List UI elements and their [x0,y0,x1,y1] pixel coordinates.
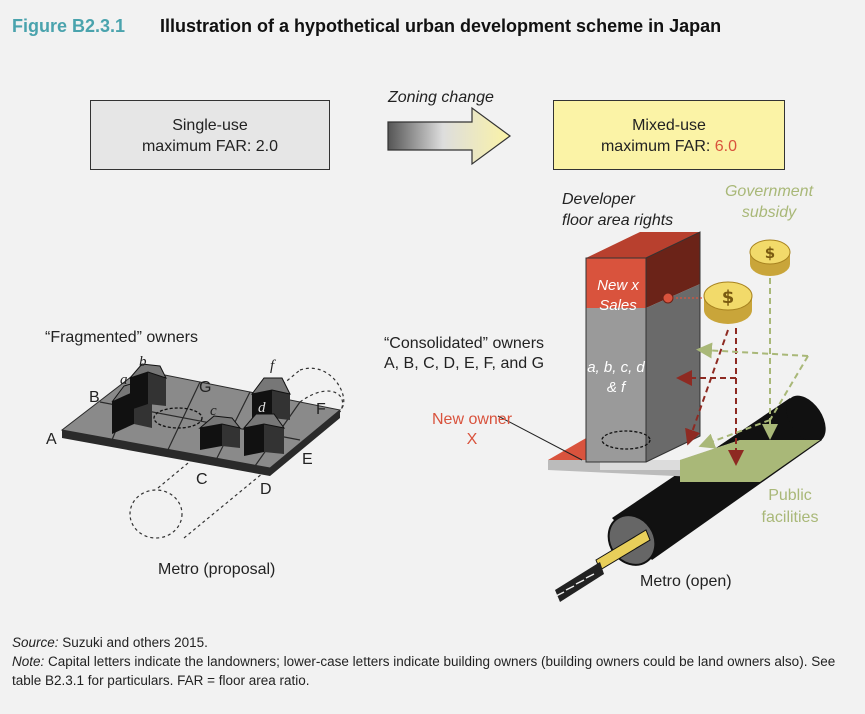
mixed-use-far-value: 6.0 [714,138,738,155]
building-letter-a: a [120,372,128,388]
land-letter-d: D [260,481,272,498]
tower-lower-line2: & f [607,379,627,396]
tower [585,231,701,463]
building-letter-c: c [210,403,217,419]
svg-text:$: $ [765,244,775,262]
note-text: Capital letters indicate the landowners;… [12,654,836,688]
developer-label-line1: Developer [562,191,636,208]
single-use-line2: maximum FAR: 2.0 [141,138,279,155]
zoning-change-label: Zoning change [387,89,494,106]
source-text: Suzuki and others 2015. [58,635,208,650]
footer: Source: Suzuki and others 2015. Note: Ca… [12,633,852,690]
land-letter-b: B [89,389,100,406]
building-c [198,415,242,450]
land-letter-a: A [46,431,57,448]
metro-open-label: Metro (open) [640,573,732,590]
note-label: Note: [12,654,45,669]
public-facilities-line1: Public [768,487,812,504]
land-letter-e: E [302,451,313,468]
source-label: Source: [12,635,59,650]
tower-top-line1: New x [597,277,639,294]
single-use-line1: Single-use [172,117,248,134]
mixed-use-line1: Mixed-use [632,117,706,134]
tower-lower-line1: a, b, c, d [587,359,645,376]
mixed-use-box: Mixed-use maximum FAR: 6.0 [553,100,785,170]
public-facilities-line2: facilities [762,509,819,526]
building-f [242,413,286,456]
coin-subsidy: $ [749,239,791,276]
single-use-box: Single-use maximum FAR: 2.0 [90,100,330,170]
new-owner-line2: X [467,431,478,448]
consolidated-scheme: $ $ [497,231,826,602]
building-letter-f: f [270,358,276,374]
coin-developer: $ [703,281,753,324]
land-letter-c: C [196,471,208,488]
consolidated-owners-line2: A, B, C, D, E, F, and G [384,355,544,372]
source-line: Source: Suzuki and others 2015. [12,633,852,652]
subsidy-label-line1: Government [725,183,814,200]
land-letter-g: G [199,379,211,396]
subsidy-label-line2: subsidy [742,204,797,221]
figure-title: Illustration of a hypothetical urban dev… [160,16,722,36]
building-b [128,363,167,410]
note-line: Note: Capital letters indicate the lando… [12,652,852,690]
new-owner-line1: New owner [432,411,513,428]
developer-label-line2: floor area rights [562,212,673,229]
consolidated-owners-line1: “Consolidated” owners [384,335,544,352]
zoning-change-arrow [387,106,512,166]
metro-proposal-label: Metro (proposal) [158,561,275,578]
building-letter-b: b [139,354,147,370]
public-facilities-area [680,440,820,482]
figure-number: Figure B2.3.1 [12,16,126,36]
tower-top-line2: Sales [599,297,637,314]
svg-text:$: $ [722,287,735,308]
fragmented-parcels [60,363,345,539]
single-use-far-value: 2.0 [255,138,279,155]
land-letter-f: F [316,401,326,418]
fragmented-owners-label: “Fragmented” owners [45,329,198,346]
building-letter-d: d [258,400,266,416]
mixed-use-line2: maximum FAR: 6.0 [600,138,738,155]
